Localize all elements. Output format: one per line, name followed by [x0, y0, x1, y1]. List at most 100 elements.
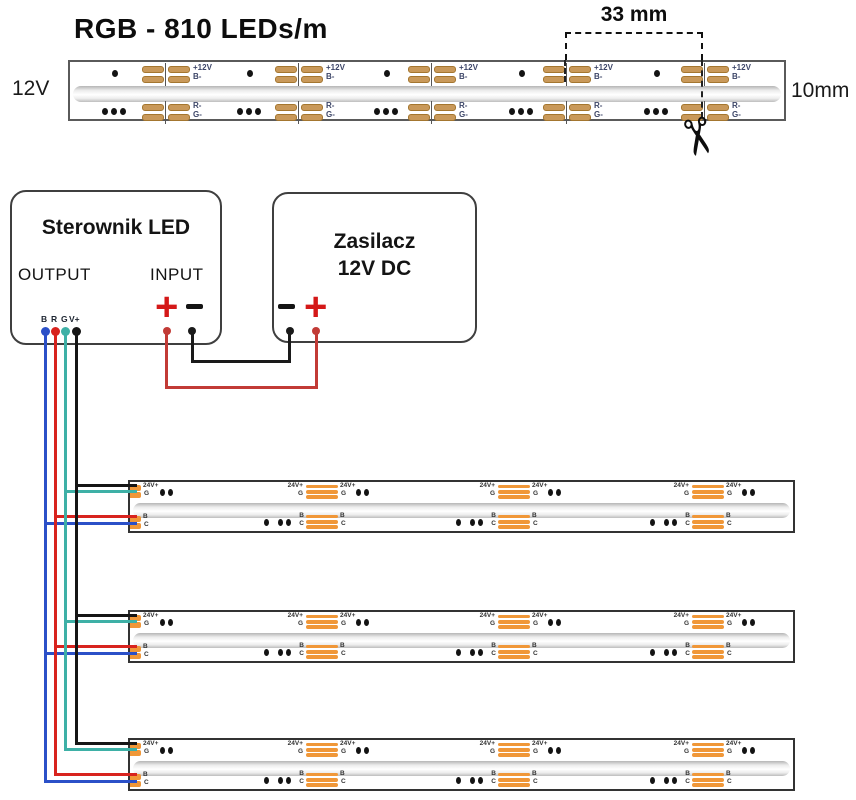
solder-pad [306, 625, 338, 630]
led-dot [664, 518, 669, 526]
led-dot [654, 70, 660, 77]
pad-label: 24V+ [726, 612, 742, 619]
led-dot [742, 618, 747, 626]
pad-label: B [491, 770, 496, 777]
solder-pad [408, 66, 430, 73]
pad-label: G [144, 747, 150, 755]
led-dot [364, 618, 369, 626]
solder-pad [498, 644, 530, 649]
pad-label: G- [459, 110, 468, 119]
led-dot [556, 618, 561, 626]
input-wire-black-segment [190, 333, 194, 363]
solder-pad [681, 104, 703, 111]
solder-pad [168, 76, 190, 83]
solder-pad [130, 749, 141, 756]
solder-pad [498, 525, 530, 530]
solder-pad [707, 66, 729, 73]
wire-green-vertical [64, 333, 67, 751]
pad-label: B [726, 642, 731, 649]
cut-line [165, 101, 166, 124]
led-dot [264, 518, 269, 526]
pad-label: B- [732, 72, 741, 81]
solder-pad [130, 780, 141, 787]
solder-pad [130, 515, 141, 522]
solder-pad [498, 772, 530, 777]
led-dot [653, 108, 659, 115]
strip-pad-group: R-G- [275, 101, 335, 124]
solder-pad [692, 495, 724, 500]
pad-label: 24V+ [143, 740, 159, 747]
solder-pad [569, 114, 591, 121]
pad-label: 24V+ [143, 612, 159, 619]
terminal-label-g: G [61, 314, 68, 324]
pad-label: B [491, 512, 496, 519]
terminal-pin-b [40, 326, 50, 336]
solder-pad [275, 104, 297, 111]
pad-label: R- [193, 101, 202, 110]
led-dot [478, 518, 483, 526]
led-dot [548, 618, 553, 626]
solder-pad [275, 76, 297, 83]
led-dot [392, 108, 398, 115]
led-dot [374, 108, 380, 115]
solder-pad [301, 66, 323, 73]
led-dot [160, 488, 165, 496]
pad-label: G [533, 489, 539, 497]
pad-label: C [533, 519, 538, 527]
led-dot [246, 108, 252, 115]
led-dot [470, 776, 475, 784]
solder-pad [306, 753, 338, 758]
solder-pad [408, 104, 430, 111]
led-dot [750, 746, 755, 754]
solder-pad [692, 519, 724, 524]
led-dot [237, 108, 243, 115]
solder-pad [707, 76, 729, 83]
psu-title-line2: 12V DC [337, 257, 412, 280]
solder-pad [498, 625, 530, 630]
solder-pad [434, 104, 456, 111]
led-dot [356, 488, 361, 496]
pad-label: B [532, 770, 537, 777]
solder-pad [142, 114, 164, 121]
pad-label: B [340, 770, 345, 777]
solder-pad [498, 495, 530, 500]
led-dot [644, 108, 650, 115]
solder-pad [434, 66, 456, 73]
pad-label: G [297, 747, 303, 755]
pad-label: 24V+ [143, 482, 159, 489]
pad-label: C [685, 519, 690, 527]
psu-pin-minus [285, 327, 294, 335]
solder-pad [543, 104, 565, 111]
pad-label: 24V+ [532, 740, 548, 747]
pad-label: 24V+ [479, 612, 495, 619]
pad-label: C [491, 519, 496, 527]
solder-pad [692, 655, 724, 660]
cob-light-band [133, 503, 790, 518]
led-dot [548, 746, 553, 754]
terminal-pin-r [51, 326, 60, 336]
solder-pad [707, 104, 729, 111]
wire-blue-vertical [43, 333, 47, 783]
pad-label: +12V [326, 63, 345, 72]
led-dot [556, 488, 561, 496]
pad-label: R- [326, 101, 335, 110]
led-dot [527, 108, 533, 115]
pad-label: C [491, 649, 496, 657]
led-dot [286, 776, 291, 784]
pad-label: B [726, 512, 731, 519]
solder-pad [168, 104, 190, 111]
solder-pad [692, 489, 724, 494]
solder-pad [498, 777, 530, 782]
solder-pad [306, 777, 338, 782]
led-dot [112, 70, 118, 77]
led-dot [742, 488, 747, 496]
led-dot [456, 648, 461, 656]
led-dot [120, 108, 126, 115]
terminal-label-b: B [41, 314, 48, 324]
pad-label: G [683, 747, 689, 755]
led-dot [664, 648, 669, 656]
pad-label: R- [459, 101, 468, 110]
